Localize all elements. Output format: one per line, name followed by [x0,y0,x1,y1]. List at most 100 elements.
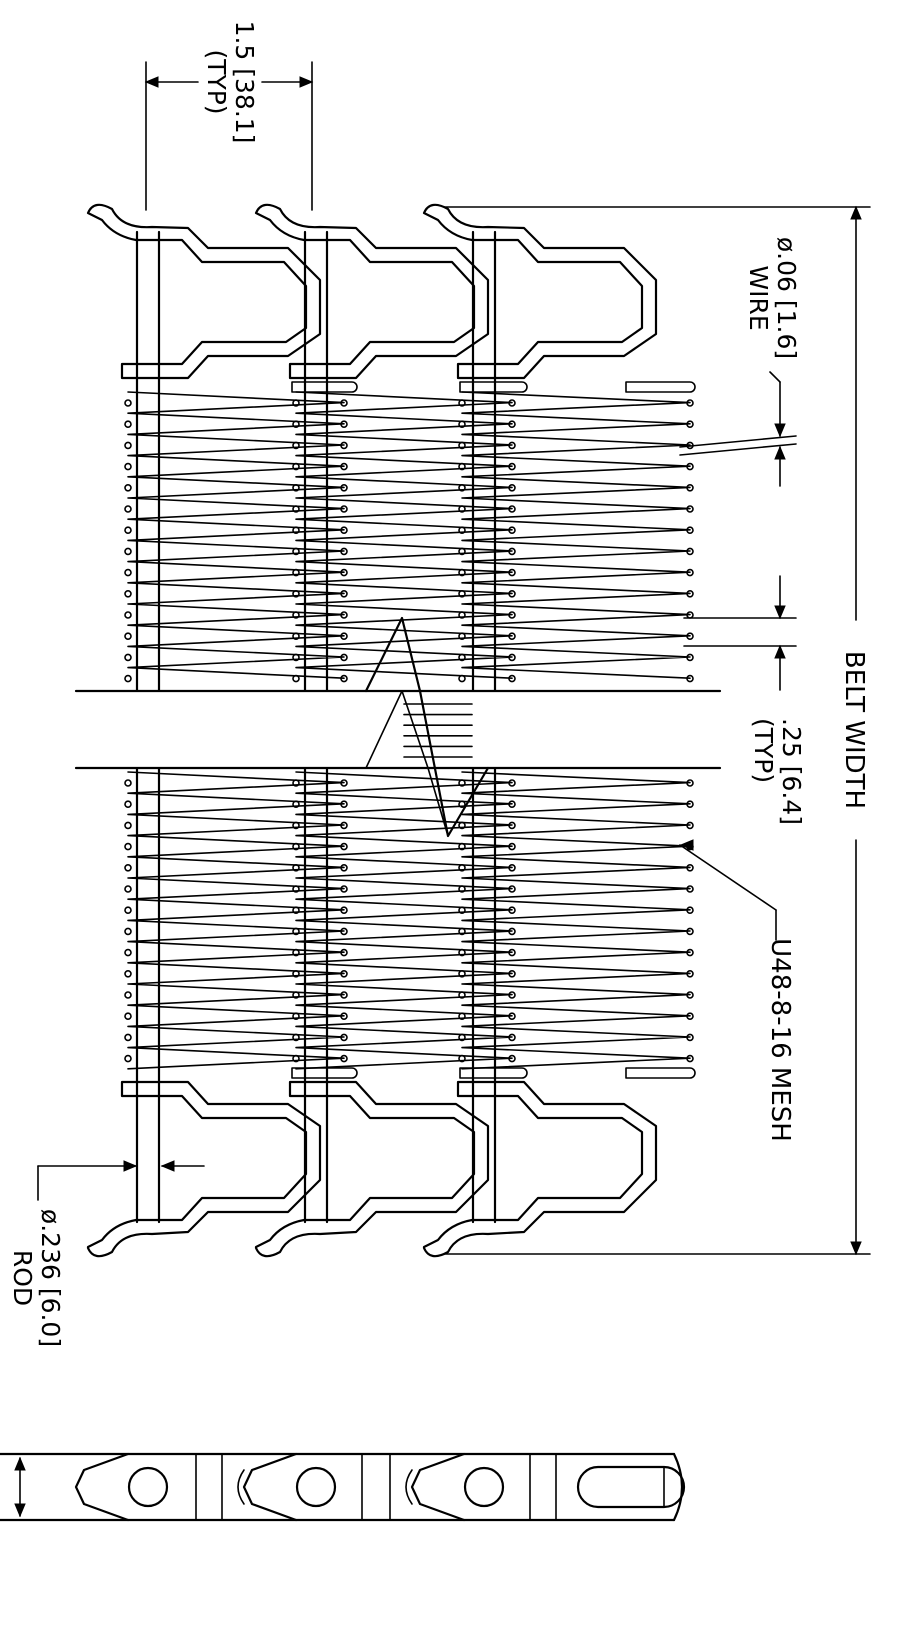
coil-2-turn-left [292,991,300,999]
rod-dia-label: ø.236 [6.0] [36,1209,65,1347]
coil-3-turn-left [458,1012,466,1021]
coil-2-turn-left [292,885,300,893]
coil-end-tab-bottom-3 [625,1067,696,1079]
coil-2-turn-right [508,779,516,787]
wire-extension-line-b [679,443,797,456]
coil-1-turn-right [340,462,348,471]
coil-3-turn-left [458,948,466,957]
coil-3-turn-left [458,969,466,978]
coil-1-turn-right [340,863,348,872]
wire-arrow-top [774,423,786,438]
spacing-arrow-bottom [774,644,786,659]
coil-1-turn-right [340,611,348,619]
coil-3-turn-left [458,991,466,999]
end-view [0,1452,686,1522]
coil-2-turn-right [508,568,516,577]
coil-1-turn-left [124,969,132,978]
belt-width-label-group: BELT WIDTH [839,651,869,809]
wire-extension-line-a [679,435,797,448]
break-zigzag-outer [364,616,490,838]
coil-2-turn-right [508,420,516,429]
coil-end-tab-top-3 [625,381,696,393]
coil-1-turn-left [124,906,132,915]
mesh-label: U48-8-16 MESH [765,938,795,1142]
edge-link-bottom-3 [422,1080,658,1258]
edge-link-bottom-2 [254,1080,490,1258]
coil-3-turn-right [686,632,694,641]
coil-1-turn-left [124,589,132,598]
coil-2-turn-left [292,800,300,809]
coil-1-turn-right [340,800,348,809]
mesh-label-group: U48-8-16 MESH [765,938,795,1142]
coil-3-turn-right [686,526,694,535]
coil-2-turn-right [508,462,516,471]
coil-3-turn-right [686,906,694,915]
dimension-lines [37,61,871,1256]
rod-arrow-right [160,1160,175,1172]
coil-end-tab-top-1 [291,381,358,393]
coil-2-turn-left [292,589,300,598]
coil-2-turn-right [508,1054,516,1063]
coil-3-turn-left [458,863,466,872]
coil-3-turn-right [686,483,694,492]
coil-1-turn-left [124,420,132,429]
edge-link-top-1 [86,203,322,380]
coil-1-turn-left [124,991,132,999]
coil-2-turn-right [508,441,516,450]
coil-3-turn-right [686,399,694,407]
end-view-link-1 [74,1452,130,1522]
rod-label-group: ø.236 [6.0] ROD [8,1209,65,1347]
coil-1-turn-right [340,441,348,450]
coil-1-turn-left [124,821,132,830]
coil-2-turn-right [508,632,516,641]
coil-3-turn-right [686,505,694,513]
coil-1-turn-left [124,948,132,957]
coil-1-turn-left [124,441,132,450]
coil-1-upper [127,391,345,679]
coil-1-turn-left [124,1012,132,1021]
coil-3-turn-right [686,779,694,787]
coil-1-turn-right [340,547,348,556]
coil-2-turn-left [292,927,300,936]
coil-2-turn-right [508,526,516,535]
coil-3-turn-left [458,611,466,619]
coil-1-turn-left [124,863,132,872]
wire-arrow-bottom [774,445,786,460]
coil-end-tab-top-2 [459,381,528,393]
coil-3-turn-right [686,991,694,999]
coil-1-turn-right [340,505,348,513]
coil-2-turn-left [292,420,300,429]
coil-2-turn-right [508,653,516,662]
coil-3-turn-right [686,800,694,809]
coil-1-turn-left [124,483,132,492]
coil-2-turn-left [292,969,300,978]
end-view-arrow-top [14,1456,26,1471]
coil-3-turn-right [686,885,694,893]
pitch-label: 1.5 [38.1] [230,21,259,144]
coil-2-turn-right [508,863,516,872]
coil-3-turn-left [458,420,466,429]
pitch-arrow-right [299,76,314,88]
coil-1-turn-right [340,948,348,957]
mesh-leader-a [679,844,777,911]
coil-2-turn-right [508,948,516,957]
coil-2-turn-left [292,505,300,513]
spiral-coils [124,381,797,1079]
coil-end-tab-bottom-2 [459,1067,528,1079]
wire-dia-label: ø.06 [1.6] [772,237,801,359]
spacing-label: .25 [6.4] [777,718,806,825]
coil-1-turn-left [124,885,132,893]
coil-1-turn-left [124,568,132,577]
coil-3-turn-left [458,589,466,598]
coil-1-turn-left [124,632,132,641]
coil-2-turn-left [292,1033,300,1042]
coil-2-turn-right [508,674,516,683]
coil-3-turn-right [686,1033,694,1042]
coil-3-turn-left [458,526,466,535]
coil-1-turn-left [124,399,132,407]
coil-3-turn-left [458,842,466,851]
end-view-link-3 [410,1452,466,1522]
coil-1-turn-left [124,505,132,513]
coil-1-turn-left [124,1033,132,1042]
coil-2-turn-left [292,568,300,577]
